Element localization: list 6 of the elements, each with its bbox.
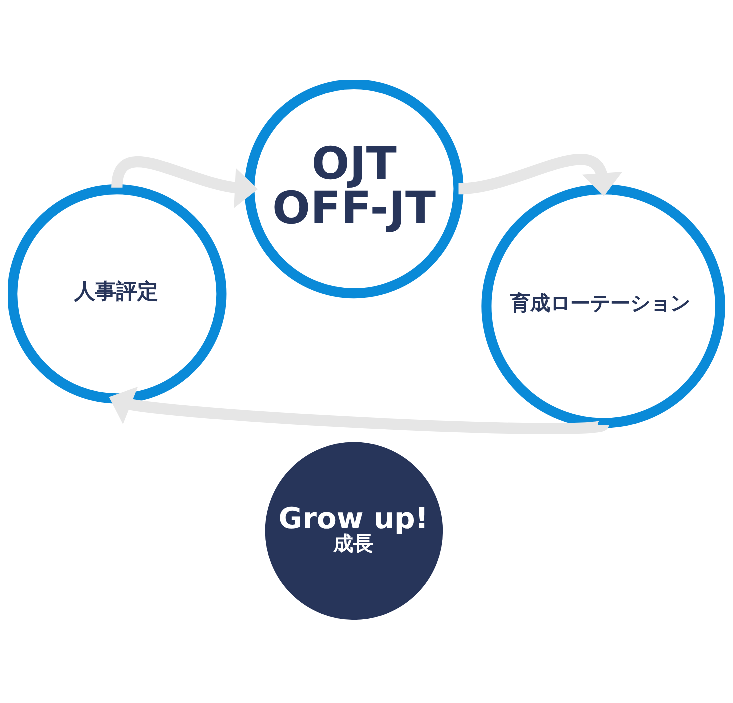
node-circle: Grow up! 成長 — [265, 442, 444, 620]
arrow — [458, 154, 623, 196]
node-circle: OJT OFF-JT — [244, 80, 464, 298]
node-circle: 人事評定 — [8, 184, 227, 404]
arrow — [112, 156, 258, 208]
node-circle: 育成ローテーション — [482, 184, 725, 428]
